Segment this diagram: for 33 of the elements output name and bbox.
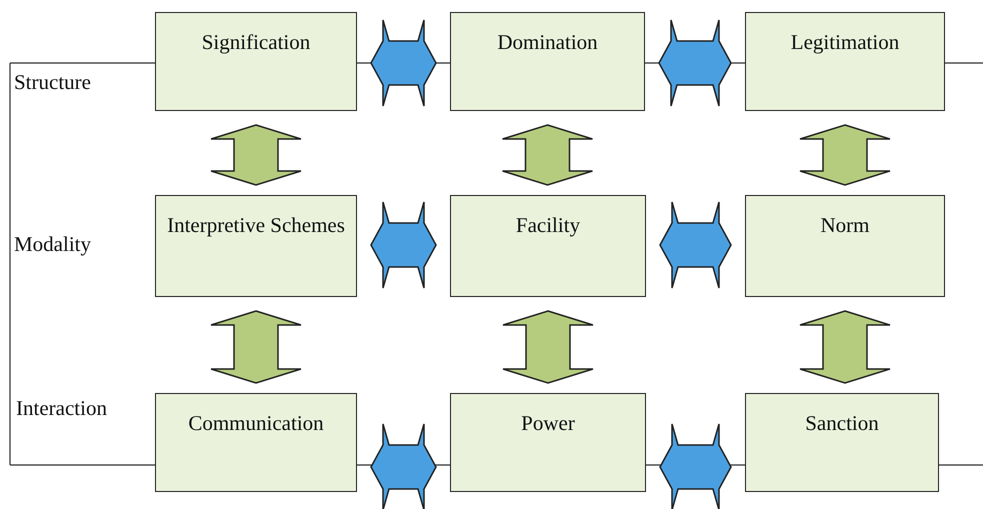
box-label: Norm <box>820 212 870 239</box>
box-label: Sanction <box>804 410 880 437</box>
double-block-arrow <box>210 124 302 186</box>
row-label: Interaction <box>16 396 107 421</box>
double-block-arrow <box>799 124 891 186</box>
box-label: Domination <box>496 29 599 56</box>
concept-box <box>450 195 646 297</box>
box-label: Legitimation <box>790 29 900 56</box>
double-block-arrow <box>370 201 437 289</box>
double-block-arrow <box>658 19 732 107</box>
double-block-arrow <box>210 310 302 384</box>
concept-box <box>155 393 357 492</box>
row-label: Modality <box>14 232 91 257</box>
concept-box <box>155 195 357 297</box>
box-label: Communication <box>187 410 325 437</box>
double-block-arrow <box>659 423 732 509</box>
double-block-arrow <box>370 423 437 509</box>
double-block-arrow <box>502 310 594 384</box>
concept-box <box>450 393 646 492</box>
double-block-arrow <box>502 124 594 186</box>
concept-box <box>745 393 939 492</box>
box-label: Facility <box>514 212 582 239</box>
box-label: Interpretive Schemes <box>166 212 346 239</box>
double-block-arrow <box>799 310 891 384</box>
concept-box <box>155 12 357 111</box>
concept-box <box>450 12 645 111</box>
row-label: Structure <box>14 70 91 95</box>
box-label: Signification <box>200 29 312 56</box>
double-block-arrow <box>370 19 437 107</box>
concept-box <box>745 12 945 111</box>
concept-box <box>745 195 945 297</box>
box-label: Power <box>520 410 576 437</box>
double-block-arrow <box>659 201 732 289</box>
